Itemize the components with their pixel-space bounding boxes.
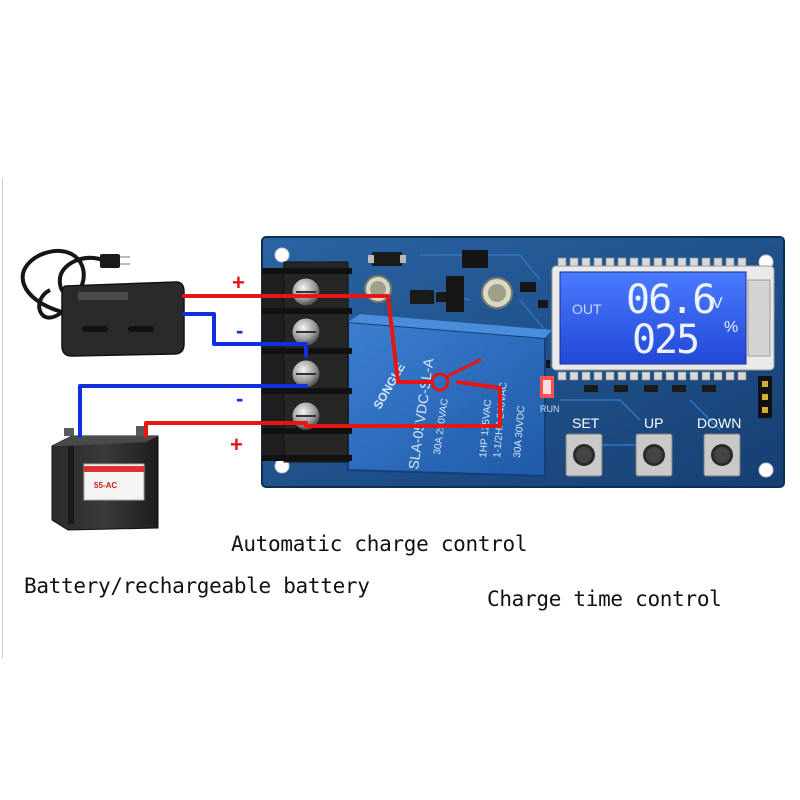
battery-negative-mark: - xyxy=(236,386,243,411)
mounting-hole xyxy=(274,247,290,263)
down-button[interactable]: DOWN xyxy=(697,415,741,477)
set-button-label: SET xyxy=(572,415,600,431)
battery-label: 55-AC xyxy=(94,481,117,490)
terminal-screw xyxy=(291,317,321,347)
up-button-label: UP xyxy=(644,415,663,431)
relay-switch-contact xyxy=(430,372,450,392)
charger-adapter xyxy=(20,248,185,357)
lcd-percent: 025 xyxy=(632,317,698,363)
caption-charge-time: Charge time control xyxy=(487,587,722,611)
caption-battery: Battery/rechargeable battery xyxy=(24,574,370,598)
lcd-percent-unit: % xyxy=(724,319,738,336)
resistor-row xyxy=(584,385,716,392)
image-left-edge xyxy=(2,178,3,658)
battery-negative-wire xyxy=(78,384,308,438)
battery: 55-AC xyxy=(51,426,159,531)
relay: SONGLE SLA-05VDC-SL-A 30A 250VAC 30A 30V… xyxy=(347,314,552,478)
relay-rating-3: 1HP 125VAC xyxy=(478,399,494,458)
terminal-screw xyxy=(291,359,321,389)
charger-negative-mark: - xyxy=(236,318,243,343)
mounting-hole xyxy=(758,462,774,478)
run-led: RUN xyxy=(540,376,560,414)
relay-switch-lever xyxy=(444,358,482,379)
terminal-screw xyxy=(291,277,321,307)
lcd-display: OUT 06.6 V 025 % xyxy=(551,257,775,381)
run-label: RUN xyxy=(540,404,560,414)
caption-automatic-charge: Automatic charge control xyxy=(231,532,528,556)
set-button[interactable]: SET xyxy=(565,415,603,477)
down-button-label: DOWN xyxy=(697,415,741,431)
charger-positive-wire xyxy=(182,294,434,384)
battery-positive-mark: + xyxy=(230,432,243,457)
relay-rating-2: 30A 30VDC xyxy=(512,405,528,458)
battery-positive-wire xyxy=(144,380,502,438)
charger-negative-wire xyxy=(182,312,308,358)
header-pins xyxy=(758,376,772,418)
up-button[interactable]: UP xyxy=(635,415,673,477)
lcd-voltage-unit: V xyxy=(712,295,723,312)
lcd-out-label: OUT xyxy=(572,301,602,317)
lcd-voltage: 06.6 xyxy=(626,277,714,323)
charger-positive-mark: + xyxy=(232,270,245,295)
capacitor xyxy=(481,277,513,309)
